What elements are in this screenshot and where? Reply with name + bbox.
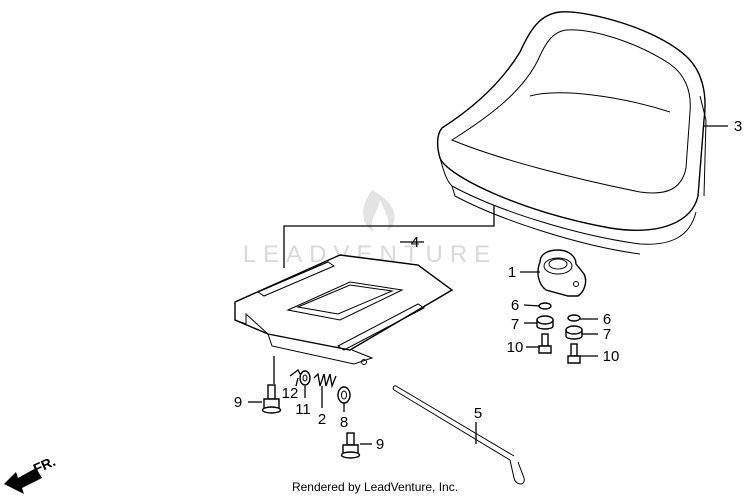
callout-11: 11 [295, 401, 311, 418]
flange-bolt-part [261, 384, 361, 459]
pin-part [289, 369, 301, 377]
grommet-part [536, 315, 583, 340]
callout-10-right: 10 [603, 348, 620, 365]
switch-bolt-part [538, 333, 581, 364]
callout-2: 2 [318, 411, 326, 428]
callout-7-right: 7 [603, 326, 611, 343]
leader-lines [248, 125, 728, 445]
callout-6-right: 6 [603, 311, 611, 328]
assembly-bracket [283, 205, 495, 268]
callout-8: 8 [340, 414, 348, 431]
callout-6-left: 6 [511, 297, 519, 314]
callout-9-left: 9 [234, 394, 242, 411]
collar-part [337, 386, 351, 404]
callout-10-left: 10 [507, 339, 524, 356]
callout-1: 1 [508, 264, 516, 281]
seat-switch-part [537, 249, 587, 297]
callout-4: 4 [411, 234, 419, 251]
spring-part [313, 372, 337, 389]
callout-3: 3 [734, 118, 742, 135]
seat-part [436, 11, 707, 255]
callout-12: 12 [282, 385, 299, 402]
footer-credit: Rendered by LeadVenture, Inc. [291, 480, 459, 494]
callout-7-left: 7 [511, 316, 519, 333]
callout-9-bottom: 9 [376, 436, 384, 453]
callout-5: 5 [474, 405, 482, 422]
seat-plate-part [234, 254, 454, 365]
support-rod-part [392, 385, 525, 485]
spring-washer-part [299, 370, 311, 386]
front-direction-label: FR. [31, 453, 58, 477]
watermark-logo: LEADVENTURE [243, 190, 490, 268]
